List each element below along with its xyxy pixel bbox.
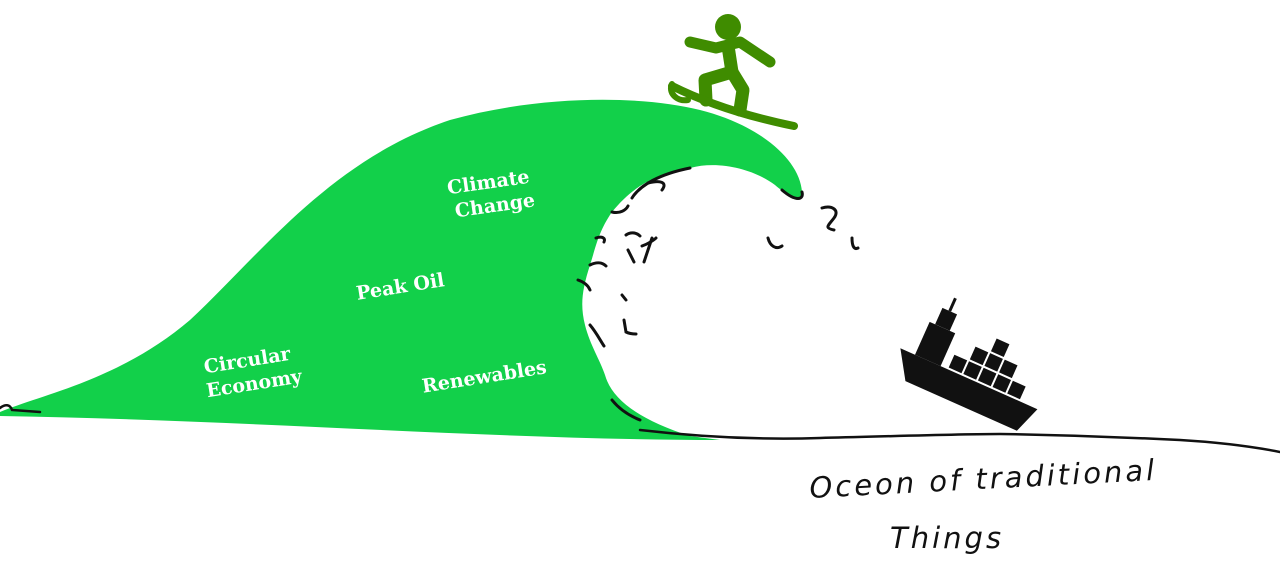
surfer-icon [668, 14, 798, 130]
caption-line1: Oceon of traditional [809, 453, 1158, 505]
ocean-line [0, 404, 1280, 454]
green-wave [0, 99, 803, 440]
caption-line2: Things [890, 521, 1004, 555]
wave-curl-outline [576, 166, 860, 422]
sinking-cargo-ship-icon [900, 297, 1038, 431]
